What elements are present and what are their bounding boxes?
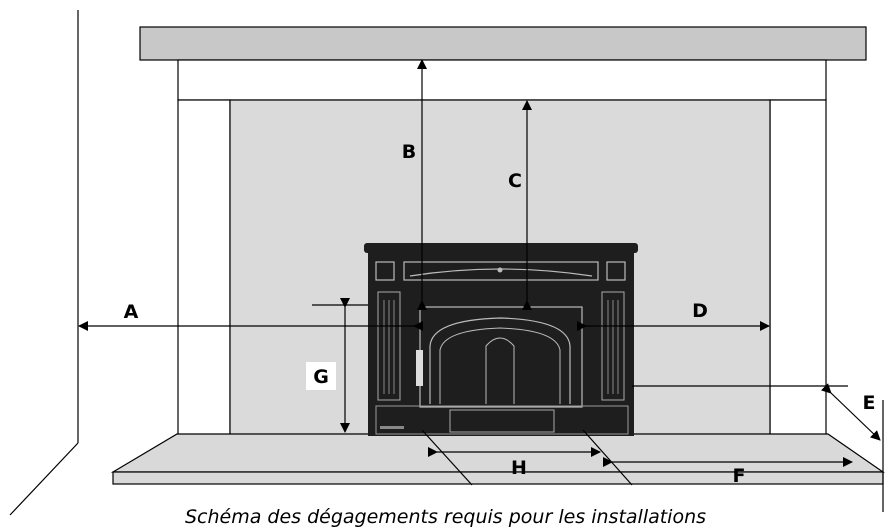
label-h: H bbox=[511, 457, 527, 479]
diagram-caption: Schéma des dégagements requis pour les i… bbox=[184, 506, 707, 528]
hearth bbox=[110, 433, 885, 485]
dimension-e-arrow bbox=[821, 383, 881, 441]
label-c: C bbox=[508, 170, 522, 192]
mantel-shelf bbox=[139, 26, 867, 61]
dimension-lines bbox=[78, 59, 884, 512]
stove-insert bbox=[364, 243, 638, 436]
label-a: A bbox=[124, 301, 139, 323]
label-d: D bbox=[692, 300, 708, 322]
label-g: G bbox=[313, 366, 329, 388]
label-f: F bbox=[733, 465, 746, 487]
side-wall bbox=[9, 10, 79, 516]
label-e: E bbox=[863, 392, 876, 414]
label-b: B bbox=[402, 141, 416, 163]
